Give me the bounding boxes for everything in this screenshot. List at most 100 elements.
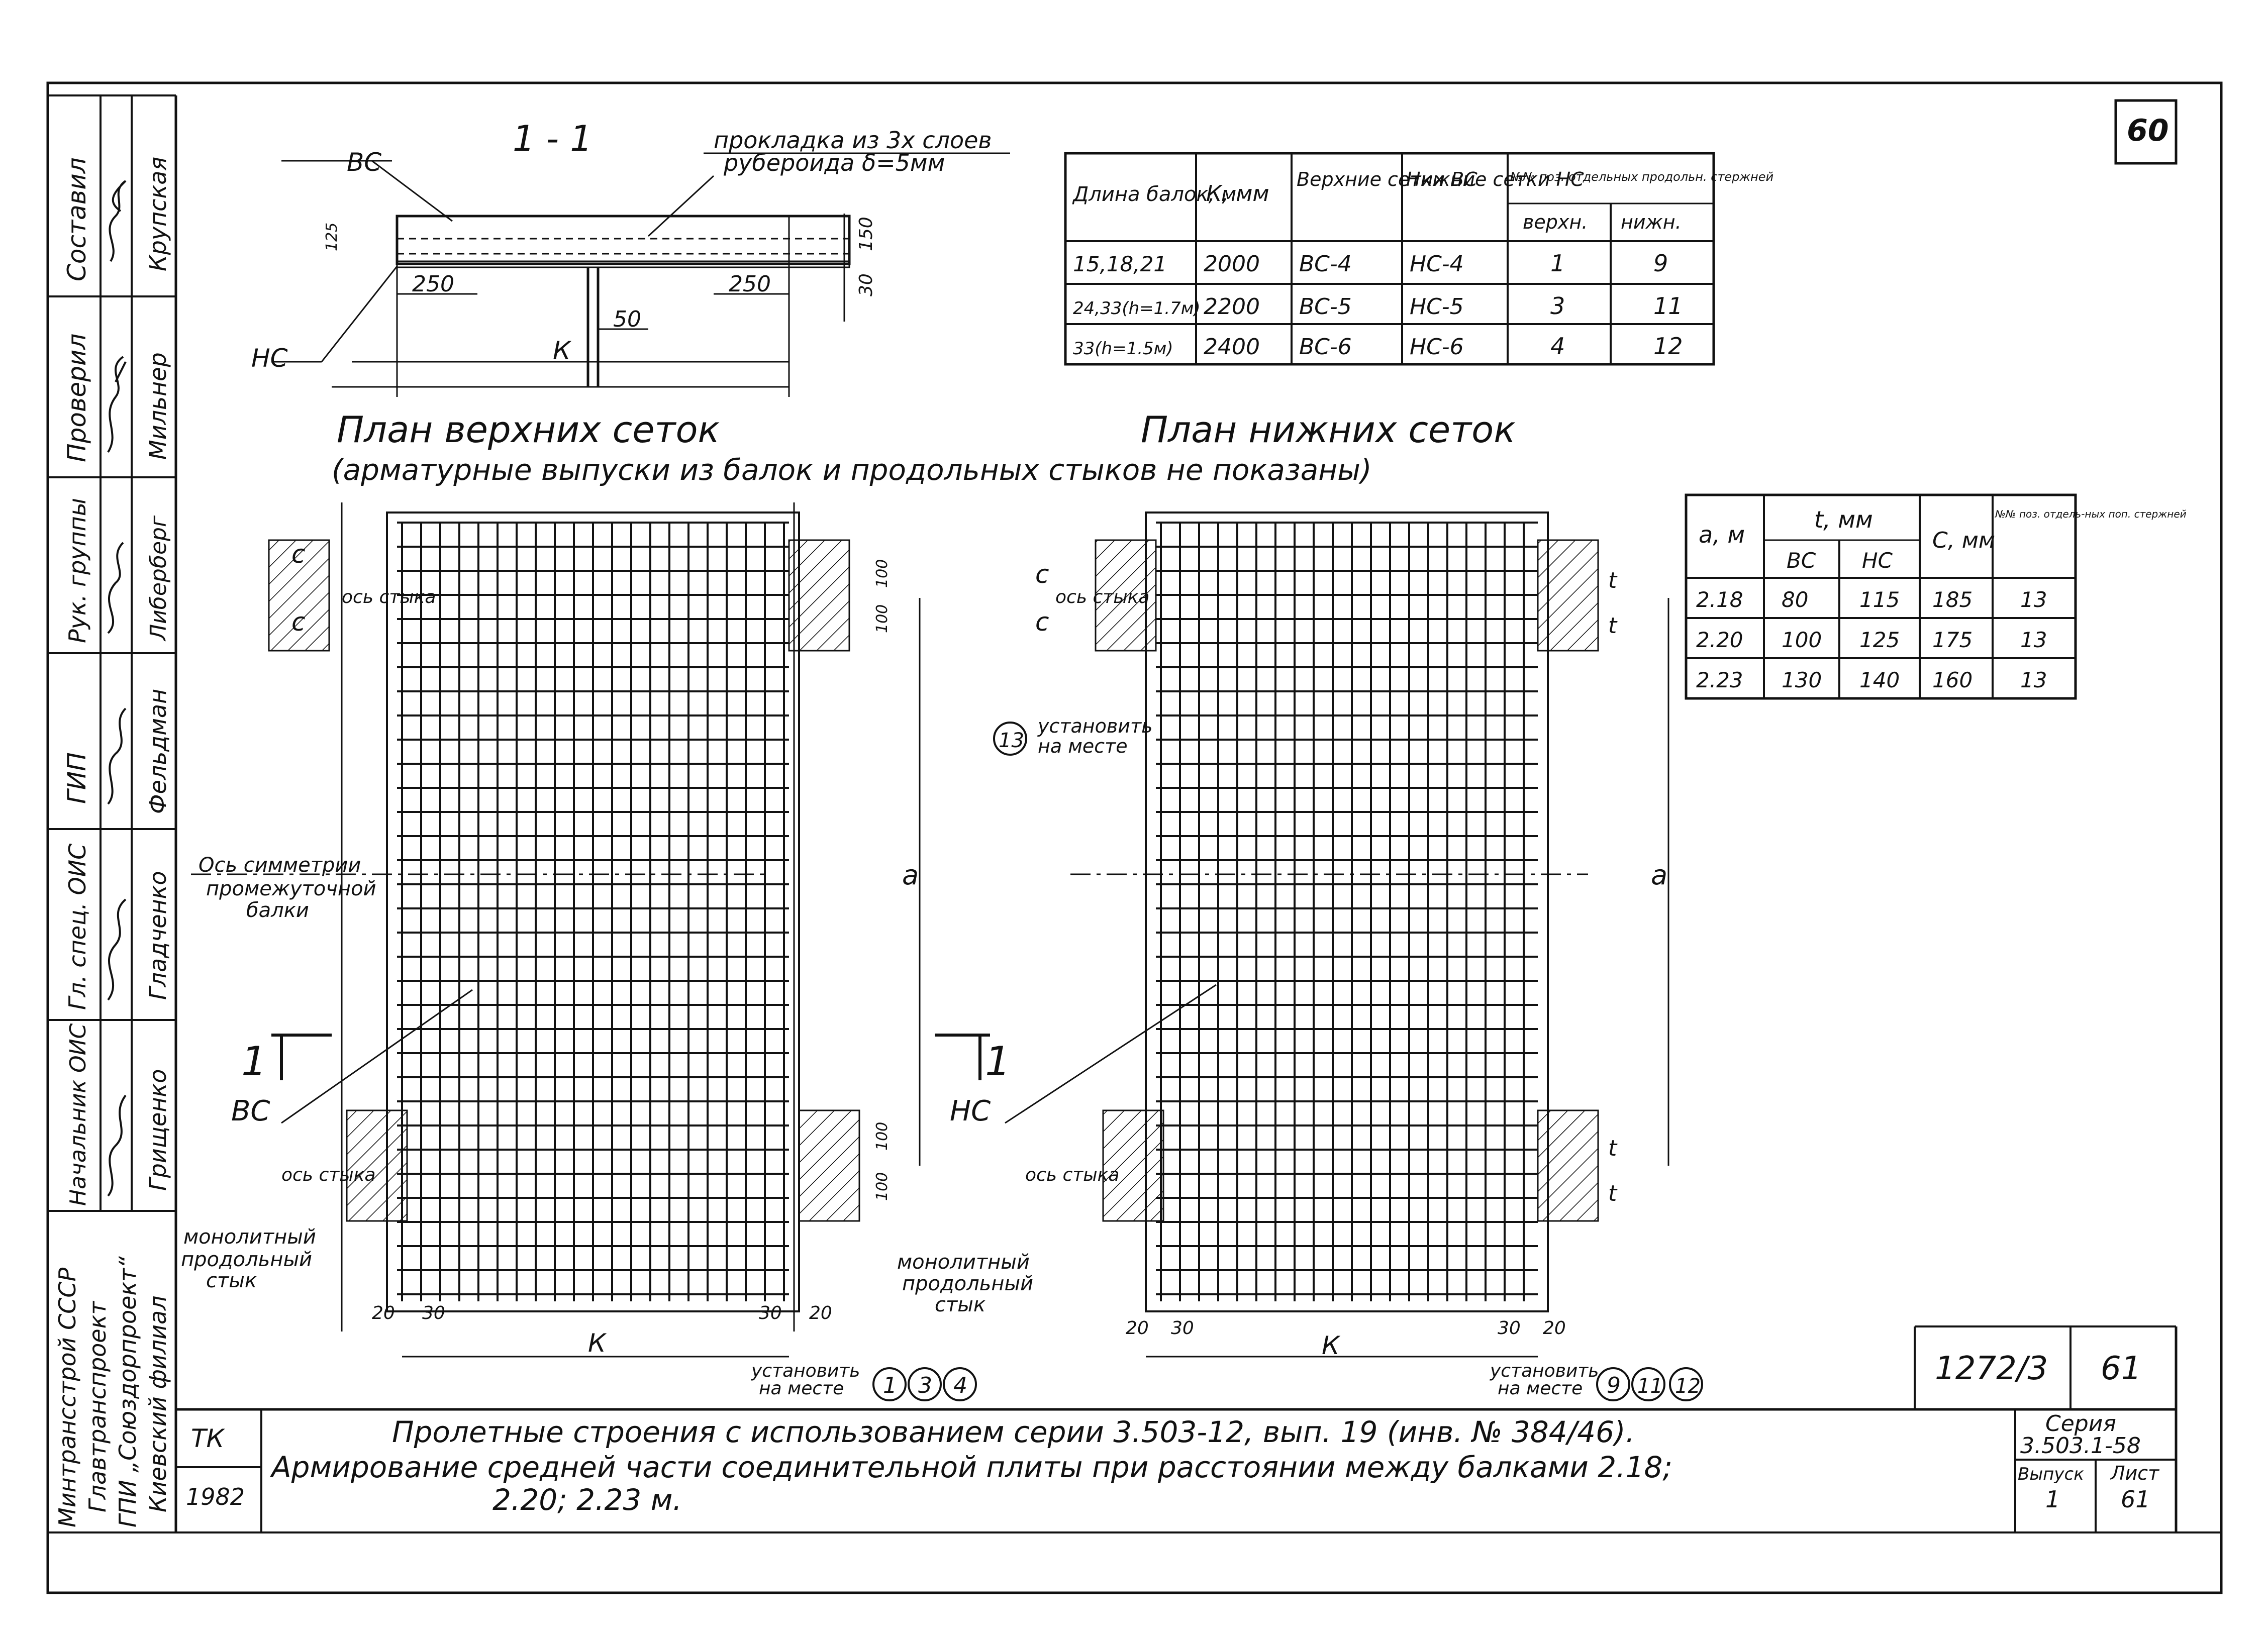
- table-k-cell-0-5: 9: [1653, 250, 1668, 277]
- side-stamp: Составил Проверил Рук. группы ГИП Гл. сп…: [46, 94, 177, 1532]
- lo-mono-2: продольный: [902, 1272, 1033, 1295]
- drawing-code: 1272/3: [1935, 1350, 2048, 1387]
- table-a-cell-2-2: 140: [1859, 668, 1900, 692]
- ta-h1: t, мм: [1814, 506, 1873, 533]
- lo-mono-1: монолитный: [897, 1251, 1030, 1274]
- table-a-cell-0-2: 115: [1859, 587, 1900, 612]
- role-5: Начальник ОИС: [65, 1023, 91, 1206]
- name-1: Мильнер: [144, 352, 171, 460]
- lo-a: а: [1651, 859, 1667, 891]
- up-d100d: 100: [873, 1172, 891, 1201]
- table-k-cell-2-5: 12: [1653, 333, 1683, 360]
- name-3: Фельдман: [144, 689, 171, 814]
- table-k-cell-2-3: НС-6: [1410, 334, 1464, 360]
- table-k-cell-0-0: 15,18,21: [1073, 252, 1167, 276]
- sec-250b: 250: [729, 271, 771, 297]
- lo-c2: с: [1035, 607, 1049, 637]
- table-k-cell-1-2: ВС-5: [1299, 294, 1352, 320]
- table-a-cell-2-1: 130: [1782, 668, 1822, 692]
- tk-label: ТК: [191, 1424, 226, 1453]
- series-value: 3.503.1-58: [2020, 1433, 2141, 1459]
- lo-d30a: 30: [1171, 1318, 1194, 1339]
- sheet-value: 61: [2121, 1486, 2150, 1513]
- section-1-1: 1 - 1 прокладка из 3х слоев рубероида δ=…: [251, 118, 1010, 397]
- table-k-cell-0-4: 1: [1550, 250, 1565, 277]
- sheet-label: Лист: [2110, 1462, 2160, 1484]
- role-2: Рук. группы: [64, 498, 91, 643]
- org-1: Главтранспроект: [84, 1301, 111, 1512]
- plan-lower-title: План нижних сеток: [1141, 408, 1516, 451]
- upper-mesh-plan: с с ось стыка Ось симметрии промежуточно…: [181, 502, 977, 1401]
- up-os2a: ось стыка: [281, 1165, 375, 1185]
- up-k: К: [588, 1328, 607, 1358]
- lo-t2: t: [1608, 613, 1618, 639]
- up-a: а: [902, 859, 919, 891]
- ta-h3: №№ поз. отдель-ных поп. стержней: [1995, 508, 2187, 520]
- sec-50: 50: [613, 306, 641, 332]
- signature-0: [109, 180, 127, 262]
- lo-c1: с: [1035, 560, 1049, 589]
- tk-h3: Нижние сетки НС: [1406, 168, 1584, 190]
- sec-125: 125: [323, 223, 341, 251]
- table-a-cell-1-3: 175: [1932, 628, 1973, 652]
- series-label: Серия: [2045, 1411, 2116, 1437]
- section-title: 1 - 1: [513, 118, 593, 159]
- table-a-cell-2-0: 2.23: [1696, 668, 1743, 692]
- lo-d20a: 20: [1126, 1318, 1149, 1339]
- lo-hc: НС: [950, 1095, 991, 1128]
- up-d30b: 30: [759, 1303, 782, 1323]
- lo-os1: ось стыка: [1055, 587, 1149, 607]
- ta-sub1: НС: [1862, 548, 1893, 573]
- sec-30: 30: [856, 273, 876, 296]
- table-a-cell-1-2: 125: [1859, 628, 1900, 652]
- signature-2: [107, 542, 124, 634]
- table-a-cell-0-4: 13: [2020, 587, 2047, 612]
- up-mono-2: продольный: [181, 1248, 312, 1271]
- table-k-cell-2-1: 2400: [1204, 334, 1260, 360]
- role-1: Проверил: [62, 334, 91, 462]
- table-a-cell-1-0: 2.20: [1696, 628, 1743, 652]
- lo-install13-1: установить: [1037, 715, 1153, 737]
- issue-label: Выпуск: [2018, 1464, 2084, 1484]
- name-4: Гладченко: [144, 871, 171, 1000]
- table-k-cell-1-4: 3: [1550, 292, 1565, 320]
- name-0: Крупская: [144, 157, 171, 271]
- role-0: Составил: [62, 157, 91, 281]
- up-axis-2: промежуточной: [206, 877, 376, 900]
- signature-1: [107, 356, 127, 453]
- section-note-1: прокладка из 3х слоев: [714, 127, 992, 154]
- table-a-cell-1-1: 100: [1782, 628, 1822, 652]
- lo-k: К: [1322, 1331, 1341, 1360]
- table-k: Длина балок, м К, мм Верхние сетки ВС Ни…: [1064, 152, 1773, 366]
- lo-pos-2: 12: [1675, 1375, 1701, 1398]
- up-pos-0: 1: [883, 1373, 897, 1398]
- up-d100a: 100: [873, 559, 891, 588]
- role-3: ГИП: [62, 752, 91, 804]
- title-line-3: 2.20; 2.23 м.: [492, 1483, 682, 1517]
- lo-t1: t: [1608, 568, 1618, 593]
- up-d100c: 100: [873, 1122, 891, 1151]
- up-axis-3: балки: [246, 899, 309, 922]
- org-2: ГПИ „Союздорпроект“: [114, 1256, 141, 1527]
- up-d30a: 30: [422, 1303, 445, 1323]
- name-2: Либерберг: [146, 515, 171, 642]
- sheet-number: 60: [2127, 113, 2169, 148]
- up-d20b: 20: [809, 1303, 832, 1323]
- table-a: а, м t, мм С, мм №№ поз. отдель-ных поп.…: [1685, 493, 2187, 700]
- sheet-number-box: [2114, 99, 2178, 165]
- role-4: Гл. спец. ОИС: [64, 844, 91, 1010]
- up-d100b: 100: [873, 604, 891, 633]
- up-axis-1: Ось симметрии: [199, 854, 361, 877]
- tk-h0: Длина балок, м: [1072, 183, 1236, 206]
- up-os1: ось стыка: [342, 587, 436, 607]
- issue-value: 1: [2045, 1486, 2060, 1513]
- signature-4: [107, 898, 127, 1001]
- table-a-cell-2-4: 13: [2020, 668, 2047, 692]
- sheet-right: 61: [2101, 1350, 2141, 1387]
- tk-h1: К, мм: [1206, 181, 1269, 207]
- lower-mesh-plan: с с ось стыка 13 установить на месте а 1…: [897, 511, 1703, 1401]
- table-k-cell-1-1: 2200: [1204, 294, 1260, 320]
- tk-sub1: нижн.: [1621, 211, 1682, 233]
- table-k-cell-0-3: НС-4: [1410, 251, 1464, 277]
